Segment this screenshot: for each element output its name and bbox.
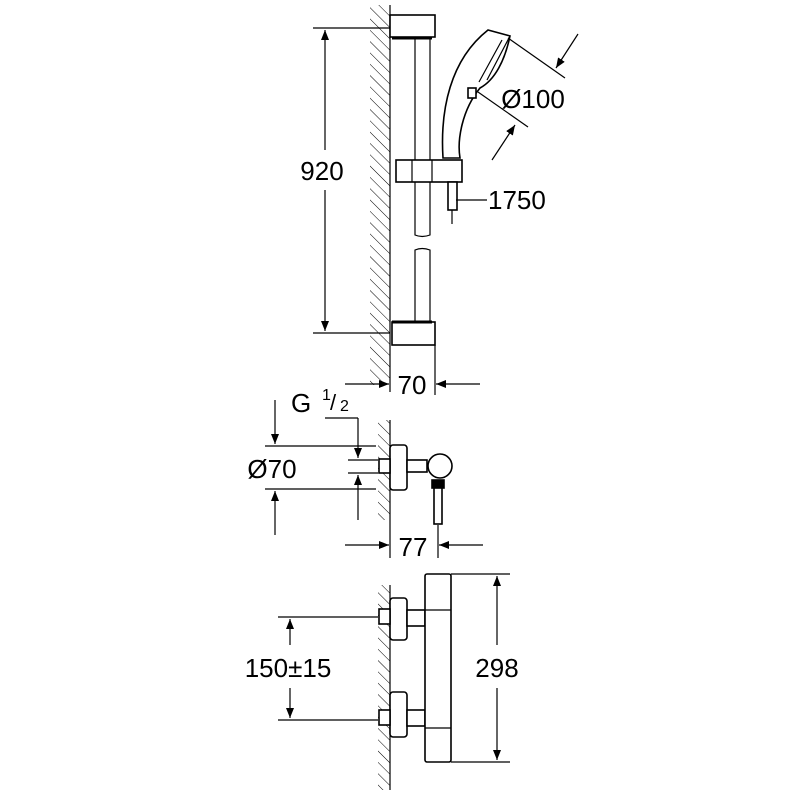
escutcheon-diameter-label: Ø70 — [247, 454, 296, 484]
hose-length-label: 1750 — [488, 185, 546, 215]
outlet-projection-label: 77 — [399, 532, 428, 562]
outlet-pipe — [433, 487, 443, 525]
hand-shower — [441, 29, 511, 159]
head-diameter-label: Ø100 — [501, 84, 565, 114]
rail-height-label: 920 — [300, 156, 343, 186]
wall-hatching — [378, 585, 390, 790]
upper-escutcheon — [389, 597, 408, 641]
lower-inlet-nut — [378, 709, 391, 726]
inlet-spacing-label: 150±15 — [245, 653, 332, 683]
thermostat-body — [424, 573, 452, 763]
thread-numerator: 1 — [322, 387, 331, 404]
thread-prefix: G — [291, 388, 311, 418]
upper-inlet-nut — [378, 608, 391, 625]
rail-tube-lower — [414, 247, 431, 322]
top-bracket — [389, 14, 436, 38]
connector — [406, 459, 428, 473]
escutcheon — [389, 444, 408, 491]
bottom-bracket — [391, 321, 436, 346]
slider-holder — [395, 159, 463, 183]
rail-tube-upper — [414, 38, 431, 238]
upper-connector — [406, 609, 426, 627]
hose — [447, 181, 458, 211]
outlet-elbow — [427, 453, 453, 479]
shower-rail-view: 920 Ø100 1750 70 — [300, 5, 579, 400]
lower-escutcheon — [389, 691, 408, 738]
wall-projection-label: 70 — [398, 370, 427, 400]
valve-front-view: 298 150±15 — [245, 573, 519, 790]
thread-denominator: 2 — [340, 398, 349, 415]
svg-text:/: / — [330, 390, 337, 415]
lower-connector — [406, 709, 426, 727]
wall-hatching — [370, 5, 390, 385]
body-height-label: 298 — [475, 653, 518, 683]
valve-side-view: G 1 / 2 Ø70 77 — [247, 387, 483, 562]
inlet-nut — [378, 458, 391, 474]
